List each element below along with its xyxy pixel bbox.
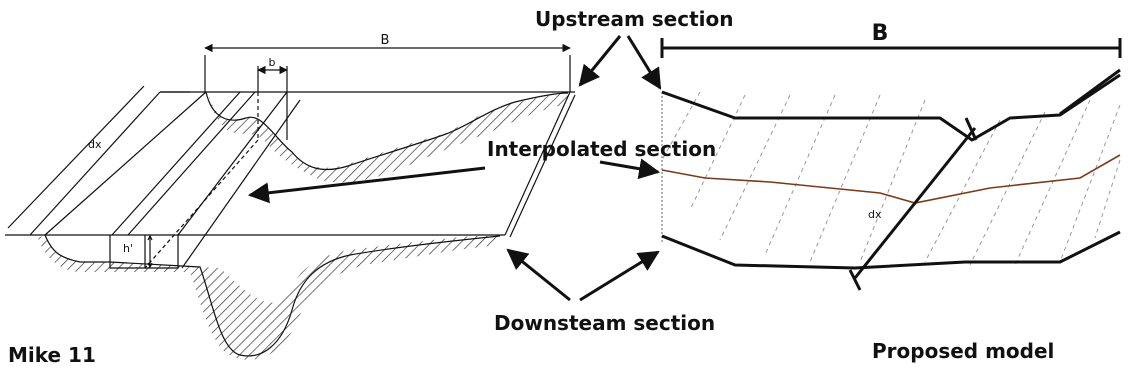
proposed-model: B dx [660, 21, 1122, 291]
upstream-section-label: Upstream section [535, 7, 733, 31]
mike11-caption: Mike 11 [8, 343, 96, 367]
left-dx-label: dx [88, 138, 102, 151]
right-dx-line [853, 127, 977, 279]
left-h-label: h' [123, 242, 133, 255]
left-B-label: B [381, 33, 390, 48]
mike11-schematic: B b dx h' [5, 33, 576, 360]
right-B-label: B [872, 21, 889, 46]
upstream-section-line [661, 73, 1121, 142]
downstream-section-line [661, 230, 1121, 270]
right-dx-label: dx [868, 208, 882, 221]
interpolated-section-label: Interpolated section [487, 137, 716, 161]
annotation-arrows [247, 35, 662, 302]
proposed-model-caption: Proposed model [872, 339, 1054, 363]
interpolated-section-line [661, 154, 1121, 204]
downstream-section-label: Downsteam section [494, 311, 715, 335]
left-b-label: b [269, 56, 276, 69]
downstream-bed-line [44, 234, 501, 357]
upstream-bed-line [205, 91, 569, 171]
downstream-ground-hatch [38, 235, 502, 360]
